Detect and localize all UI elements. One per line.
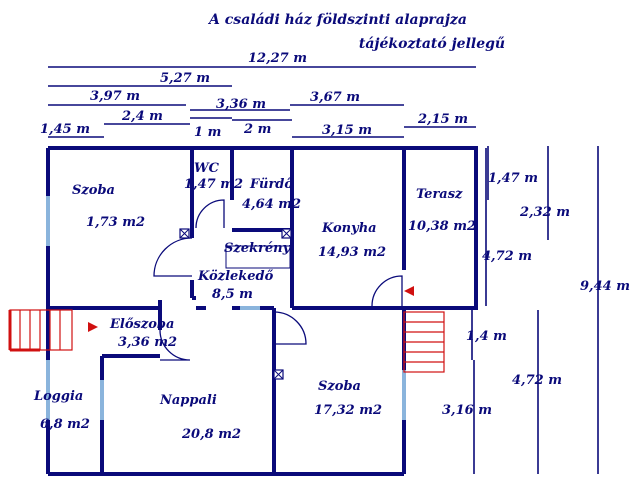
dim-472-upper: 4,72 m (482, 249, 532, 264)
door-eloszoba (159, 329, 191, 361)
dim-472-lower: 4,72 m (512, 373, 562, 388)
room-szoba1-name: Szoba (72, 183, 115, 198)
plan-subtitle: tájékoztató jellegű (359, 36, 505, 52)
room-loggia-area: 6,8 m2 (40, 417, 90, 432)
dim-315: 3,15 m (322, 123, 372, 138)
dim-147: 1,47 m (488, 171, 538, 186)
door-szoba (153, 237, 193, 277)
dim-total-width: 12,27 m (248, 51, 307, 66)
room-loggia-name: Loggia (33, 389, 83, 404)
dim-336: 3,36 m (216, 97, 266, 112)
dim-14: 1,4 m (466, 329, 507, 344)
dim-232: 2,32 m (519, 205, 570, 220)
dim-397: 3,97 m (90, 89, 140, 104)
room-nappali-name: Nappali (159, 393, 217, 408)
room-nappali-area: 20,8 m2 (181, 427, 241, 442)
room-furdo-name: Fürdő (249, 177, 293, 192)
room-konyha-area: 14,93 m2 (318, 245, 386, 260)
room-wc-name: WC (194, 161, 220, 176)
dim-316: 3,16 m (442, 403, 492, 418)
room-terasz-area: 10,38 m2 (408, 219, 476, 234)
room-furdo-area: 4,64 m2 (242, 197, 301, 212)
room-szekreny-name: Szekrény (224, 241, 292, 256)
dim-944: 9,44 m (580, 279, 630, 294)
dim-367: 3,67 m (310, 90, 360, 105)
dim-2: 2 m (243, 122, 271, 137)
walls (46, 146, 478, 476)
windows (46, 196, 406, 420)
room-szoba2-area: 17,32 m2 (314, 403, 382, 418)
vents (179, 228, 292, 380)
dim-145: 1,45 m (40, 122, 90, 137)
dim-215: 2,15 m (417, 112, 468, 127)
door-terasz (371, 275, 403, 307)
room-szoba1-area: 1,73 m2 (86, 215, 145, 230)
stairs-left-box (9, 309, 73, 351)
top-dimensions: 12,27 m 5,27 m 3,97 m 3,36 m 3,67 m 2,4 … (40, 51, 476, 140)
dim-527: 5,27 m (160, 71, 210, 86)
room-kozlekedo-area: 8,5 m (212, 287, 253, 302)
closet-box (225, 245, 291, 269)
outer-wall-top-right (48, 146, 478, 310)
door-wc (195, 199, 225, 229)
room-szoba2-name: Szoba (318, 379, 361, 394)
plan-title: A családi ház földszinti alaprajza (207, 12, 467, 28)
entry-arrow-eloszoba (88, 322, 98, 332)
room-eloszoba-area: 3,36 m2 (118, 335, 177, 350)
room-eloszoba-name: Előszoba (109, 317, 174, 332)
door-szoba2 (273, 311, 307, 345)
stairs-right (403, 311, 445, 373)
vent-szoba2-x2 (273, 369, 284, 380)
vent-furdo-x2 (281, 228, 292, 239)
dim-24: 2,4 m (121, 109, 163, 124)
doors (153, 199, 403, 361)
vent-szoba-x2 (179, 228, 190, 239)
right-dimensions: 1,47 m 2,32 m 4,72 m 9,44 m 1,4 m 4,72 m… (442, 146, 630, 474)
stairs-left (8, 309, 73, 352)
entry-arrow-terasz (404, 286, 414, 296)
dim-1: 1 m (194, 125, 221, 140)
room-wc-area: 1,47 m2 (184, 177, 243, 192)
room-konyha-name: Konyha (321, 221, 377, 236)
room-kozlekedo-name: Közlekedő (197, 269, 274, 284)
room-terasz-name: Terasz (416, 187, 463, 202)
room-labels: Szoba 1,73 m2 WC 1,47 m2 Fürdő 4,64 m2 K… (33, 161, 476, 442)
